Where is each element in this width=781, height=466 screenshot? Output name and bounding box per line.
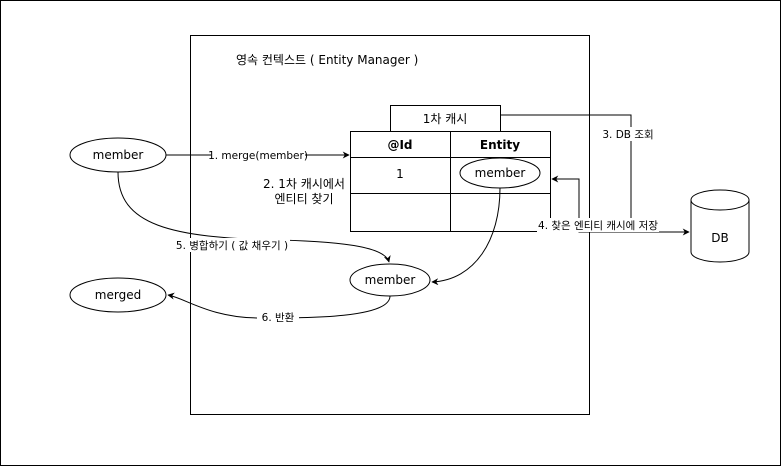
db-label: DB bbox=[711, 231, 728, 245]
input-member-label: member bbox=[93, 148, 144, 162]
cache-tab-label: 1차 캐시 bbox=[423, 112, 468, 126]
edge-cached-to-new bbox=[431, 187, 501, 286]
edge-merge-values-label: 5. 병합하기 ( 값 채우기 ) bbox=[176, 239, 288, 252]
find-in-cache-label-line2: 엔티티 찾기 bbox=[274, 192, 333, 206]
cache-header-id: @Id bbox=[387, 138, 412, 152]
find-in-cache-label-line1: 2. 1차 캐시에서 bbox=[263, 177, 345, 191]
merged-label: merged bbox=[95, 288, 141, 302]
edge-db-query-label: 3. DB 조회 bbox=[602, 129, 653, 141]
edge-store-in-cache-label: 4. 찾은 엔티티 캐시에 저장 bbox=[538, 220, 658, 232]
merged-node bbox=[69, 277, 167, 313]
edge-return-label: 6. 반환 bbox=[262, 312, 295, 324]
new-member-label: member bbox=[365, 273, 416, 287]
cached-member-label: member bbox=[475, 166, 526, 180]
cache-header-entity: Entity bbox=[480, 138, 520, 152]
db-cylinder bbox=[690, 189, 750, 263]
cache-row-id: 1 bbox=[396, 167, 404, 181]
edge-merge-call-label: 1. merge(member) bbox=[208, 150, 308, 162]
persistence-context-title: 영속 컨텍스트 ( Entity Manager ) bbox=[236, 53, 418, 67]
